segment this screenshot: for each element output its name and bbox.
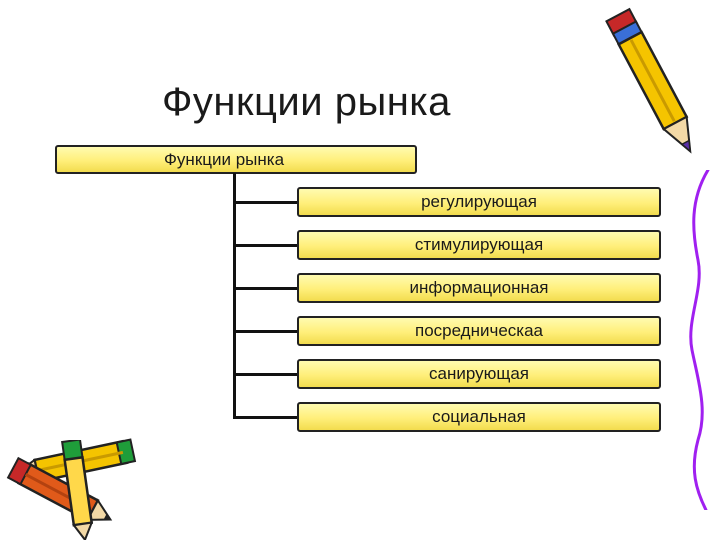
slide-title: Функции рынка bbox=[162, 80, 451, 125]
child-node-label: социальная bbox=[432, 407, 526, 427]
child-node: стимулирующая bbox=[297, 230, 661, 260]
pencil-icon bbox=[55, 440, 105, 540]
child-node-label: регулирующая bbox=[421, 192, 537, 212]
child-node: санирующая bbox=[297, 359, 661, 389]
root-node: Функции рынка bbox=[55, 145, 417, 174]
child-node-label: стимулирующая bbox=[415, 235, 543, 255]
connector-branch bbox=[233, 201, 297, 204]
child-node: регулирующая bbox=[297, 187, 661, 217]
child-node-label: информационная bbox=[409, 278, 548, 298]
connector-branch bbox=[233, 287, 297, 290]
root-node-label: Функции рынка bbox=[164, 150, 284, 170]
connector-branch bbox=[233, 373, 297, 376]
child-node-label: санирующая bbox=[429, 364, 529, 384]
squiggle-line bbox=[680, 170, 720, 510]
child-node: информационная bbox=[297, 273, 661, 303]
connector-branch bbox=[233, 330, 297, 333]
pencil-icon bbox=[600, 0, 710, 170]
connector-branch bbox=[233, 416, 297, 419]
child-node: посредническаа bbox=[297, 316, 661, 346]
child-node-label: посредническаа bbox=[415, 321, 543, 341]
connector-trunk bbox=[233, 173, 236, 419]
connector-branch bbox=[233, 244, 297, 247]
child-node: социальная bbox=[297, 402, 661, 432]
